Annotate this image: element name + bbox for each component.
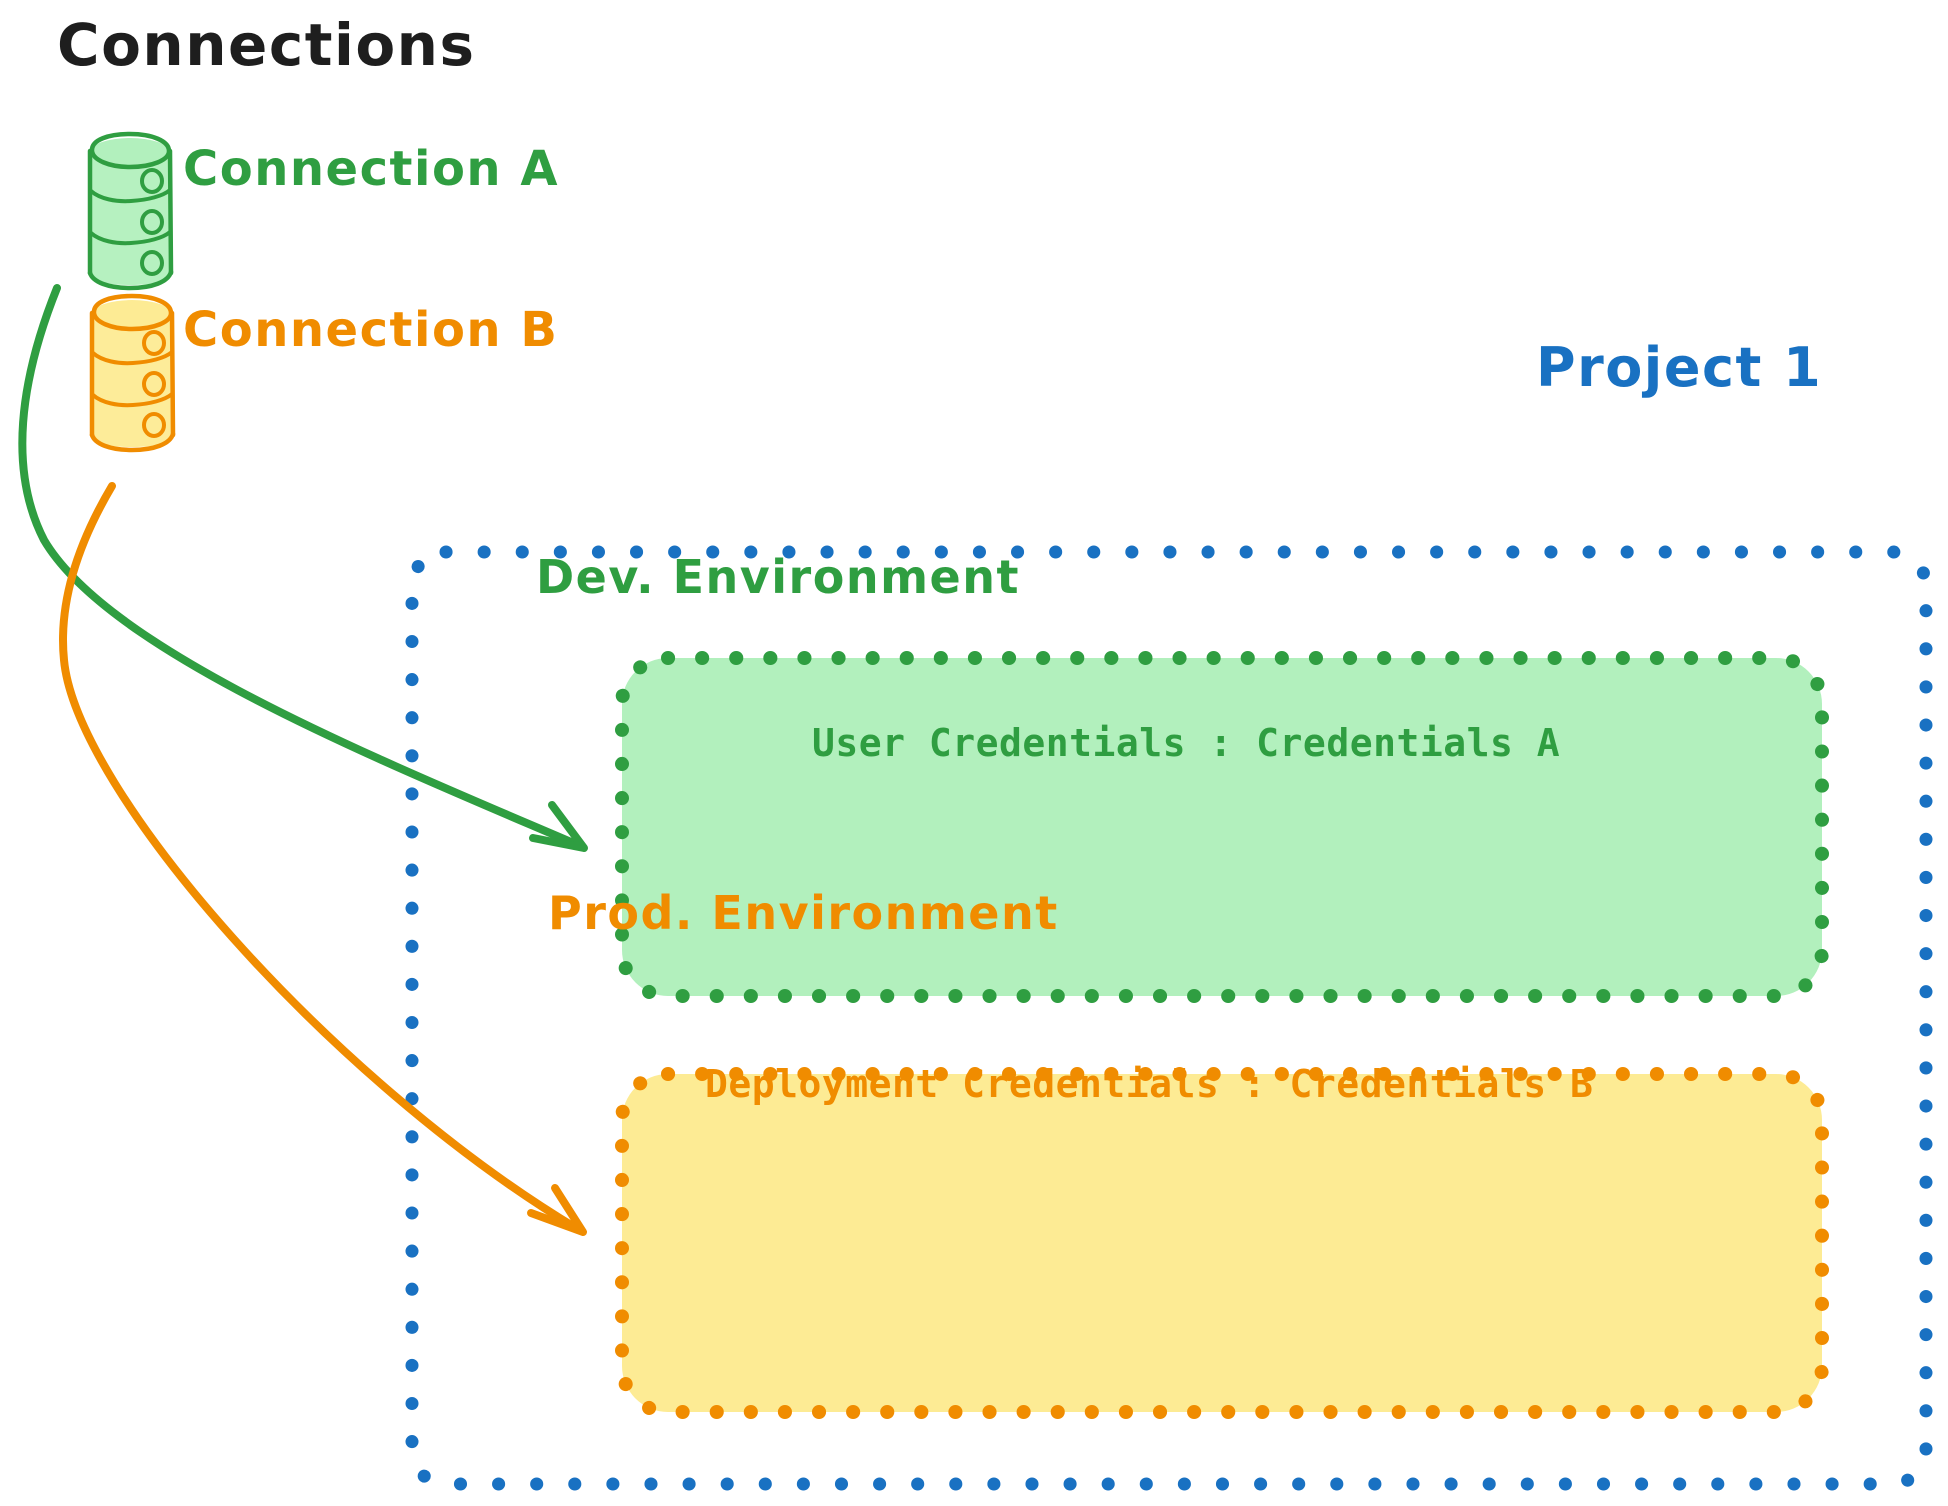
prod-environment-box-fill	[622, 1074, 1822, 1412]
legend-item-label-connection-b[interactable]: Connection B	[183, 302, 559, 358]
prod-environment-credentials: Deployment Credentials : Credentials B	[705, 1062, 1594, 1106]
arrow-connection-a-to-dev-environment	[18, 284, 588, 852]
project-title: Project 1	[1536, 336, 1823, 399]
database-cylinder-icon-connection-a[interactable]	[87, 131, 174, 291]
legend-title: Connections	[57, 11, 476, 79]
dev-environment-box-fill	[622, 658, 1822, 996]
dev-environment-title: Dev. Environment	[536, 550, 1020, 604]
prod-environment-title: Prod. Environment	[548, 886, 1059, 940]
project-container-border[interactable]	[405, 545, 1933, 1491]
legend-item-label-connection-a[interactable]: Connection A	[183, 141, 559, 197]
arrow-connection-b-to-prod-environment	[59, 482, 587, 1236]
prod-environment-box-border[interactable]	[615, 1067, 1829, 1419]
dev-environment-credentials: User Credentials : Credentials A	[812, 721, 1561, 765]
dev-environment-box-border[interactable]	[615, 651, 1829, 1003]
database-cylinder-icon-connection-b[interactable]	[89, 293, 176, 453]
